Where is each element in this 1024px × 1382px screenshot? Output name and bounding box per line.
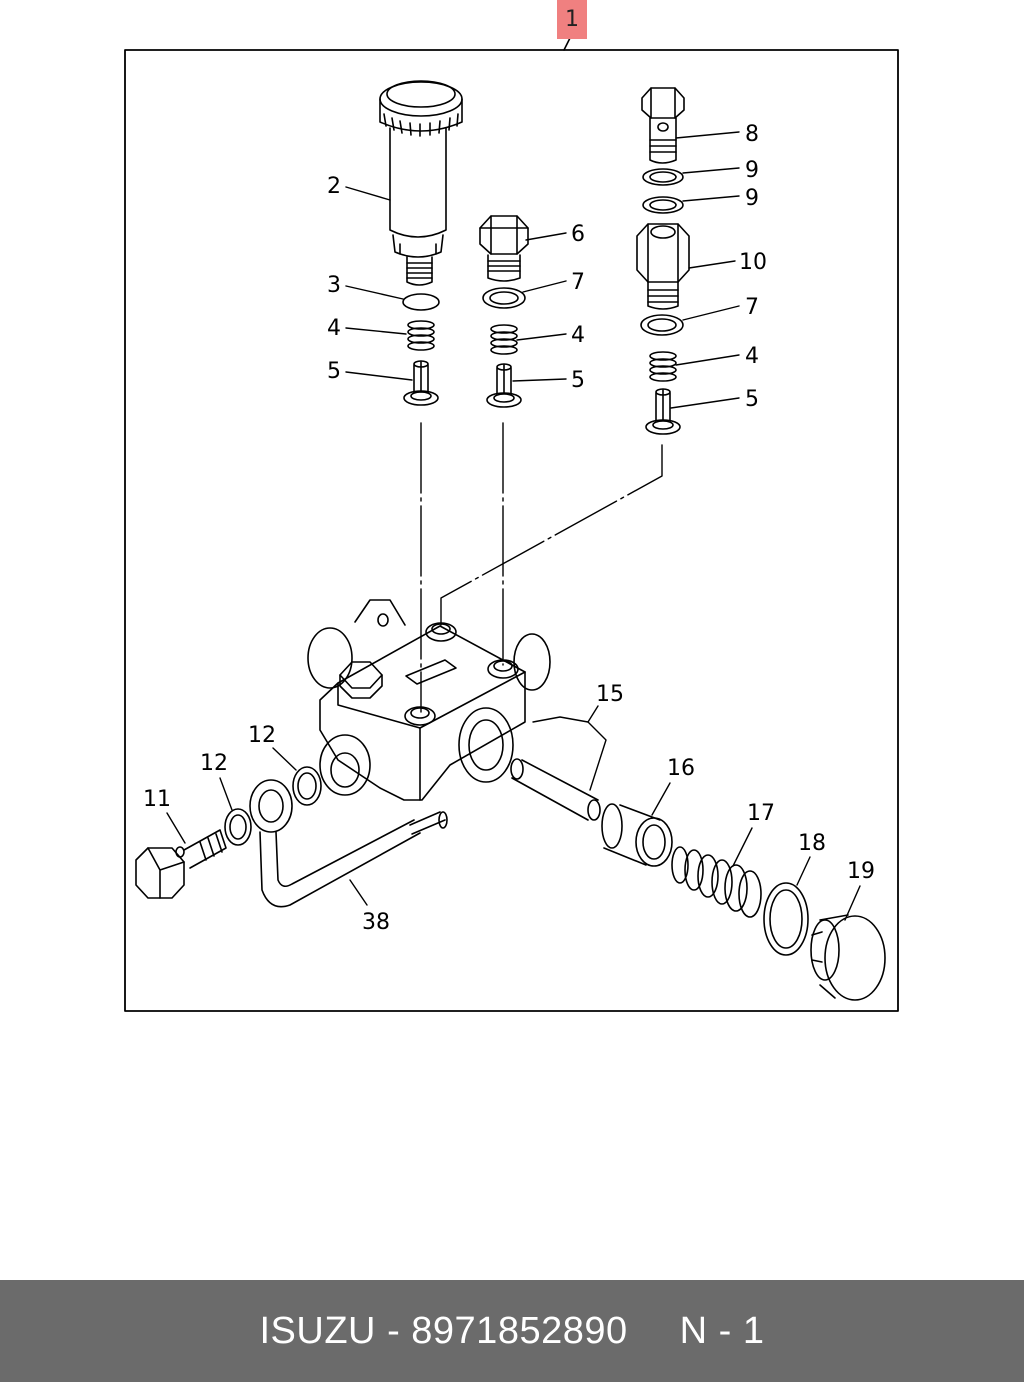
pump-body-part [307,599,551,801]
callout-3: 3 [327,273,341,298]
large-spring-part [671,846,762,918]
check-valve-part [403,360,681,435]
banjo-washer-part [224,808,252,846]
callout-5: 5 [571,368,585,393]
callout-9: 9 [745,186,759,211]
page-reference: N - 1 [679,1309,765,1352]
callout-8: 8 [745,122,759,147]
main-part-label: 1 [565,7,579,32]
main-part-highlight [557,0,587,39]
hex-plug-part [479,215,529,282]
fuel-pipe-part [249,779,448,908]
washer-part [482,287,526,309]
parts-diagram: 1 2 3 4 5 6 7 4 5 8 9 9 10 7 4 5 11 12 1… [124,0,899,1012]
sleeve-part [601,803,673,867]
callout-6: 6 [571,222,585,247]
callout-5: 5 [745,387,759,412]
callout-7: 7 [745,295,759,320]
callout-7: 7 [571,270,585,295]
spring-part [407,320,677,382]
callout-10: 10 [739,250,767,275]
piston-rod-part [510,758,601,821]
callout-4: 4 [745,344,759,369]
connector-part [636,223,690,310]
primer-pump-part [379,80,463,286]
callout-5: 5 [327,359,341,384]
callout-4: 4 [571,323,585,348]
callout-12: 12 [248,723,276,748]
callout-2: 2 [327,174,341,199]
callout-4: 4 [327,316,341,341]
diagram-frame [124,49,899,1012]
callout-16: 16 [667,756,695,781]
gasket-part [642,168,684,186]
callout-9: 9 [745,158,759,183]
end-cap-part [810,914,886,1001]
callout-18: 18 [798,831,826,856]
callout-12: 12 [200,751,228,776]
separator: - [387,1309,401,1352]
o-ring-part [402,293,440,311]
footer-bar: ISUZU - 8971852890 N - 1 [0,1280,1024,1382]
callout-15: 15 [596,682,624,707]
eye-bolt-part [641,87,685,164]
callout-38: 38 [362,910,390,935]
part-number: 8971852890 [411,1309,628,1352]
banjo-bolt-part [135,829,227,899]
callout-19: 19 [847,859,875,884]
cap-gasket-part [763,882,809,956]
callout-11: 11 [143,787,171,812]
callout-17: 17 [747,801,775,826]
brand-name: ISUZU [259,1309,376,1352]
